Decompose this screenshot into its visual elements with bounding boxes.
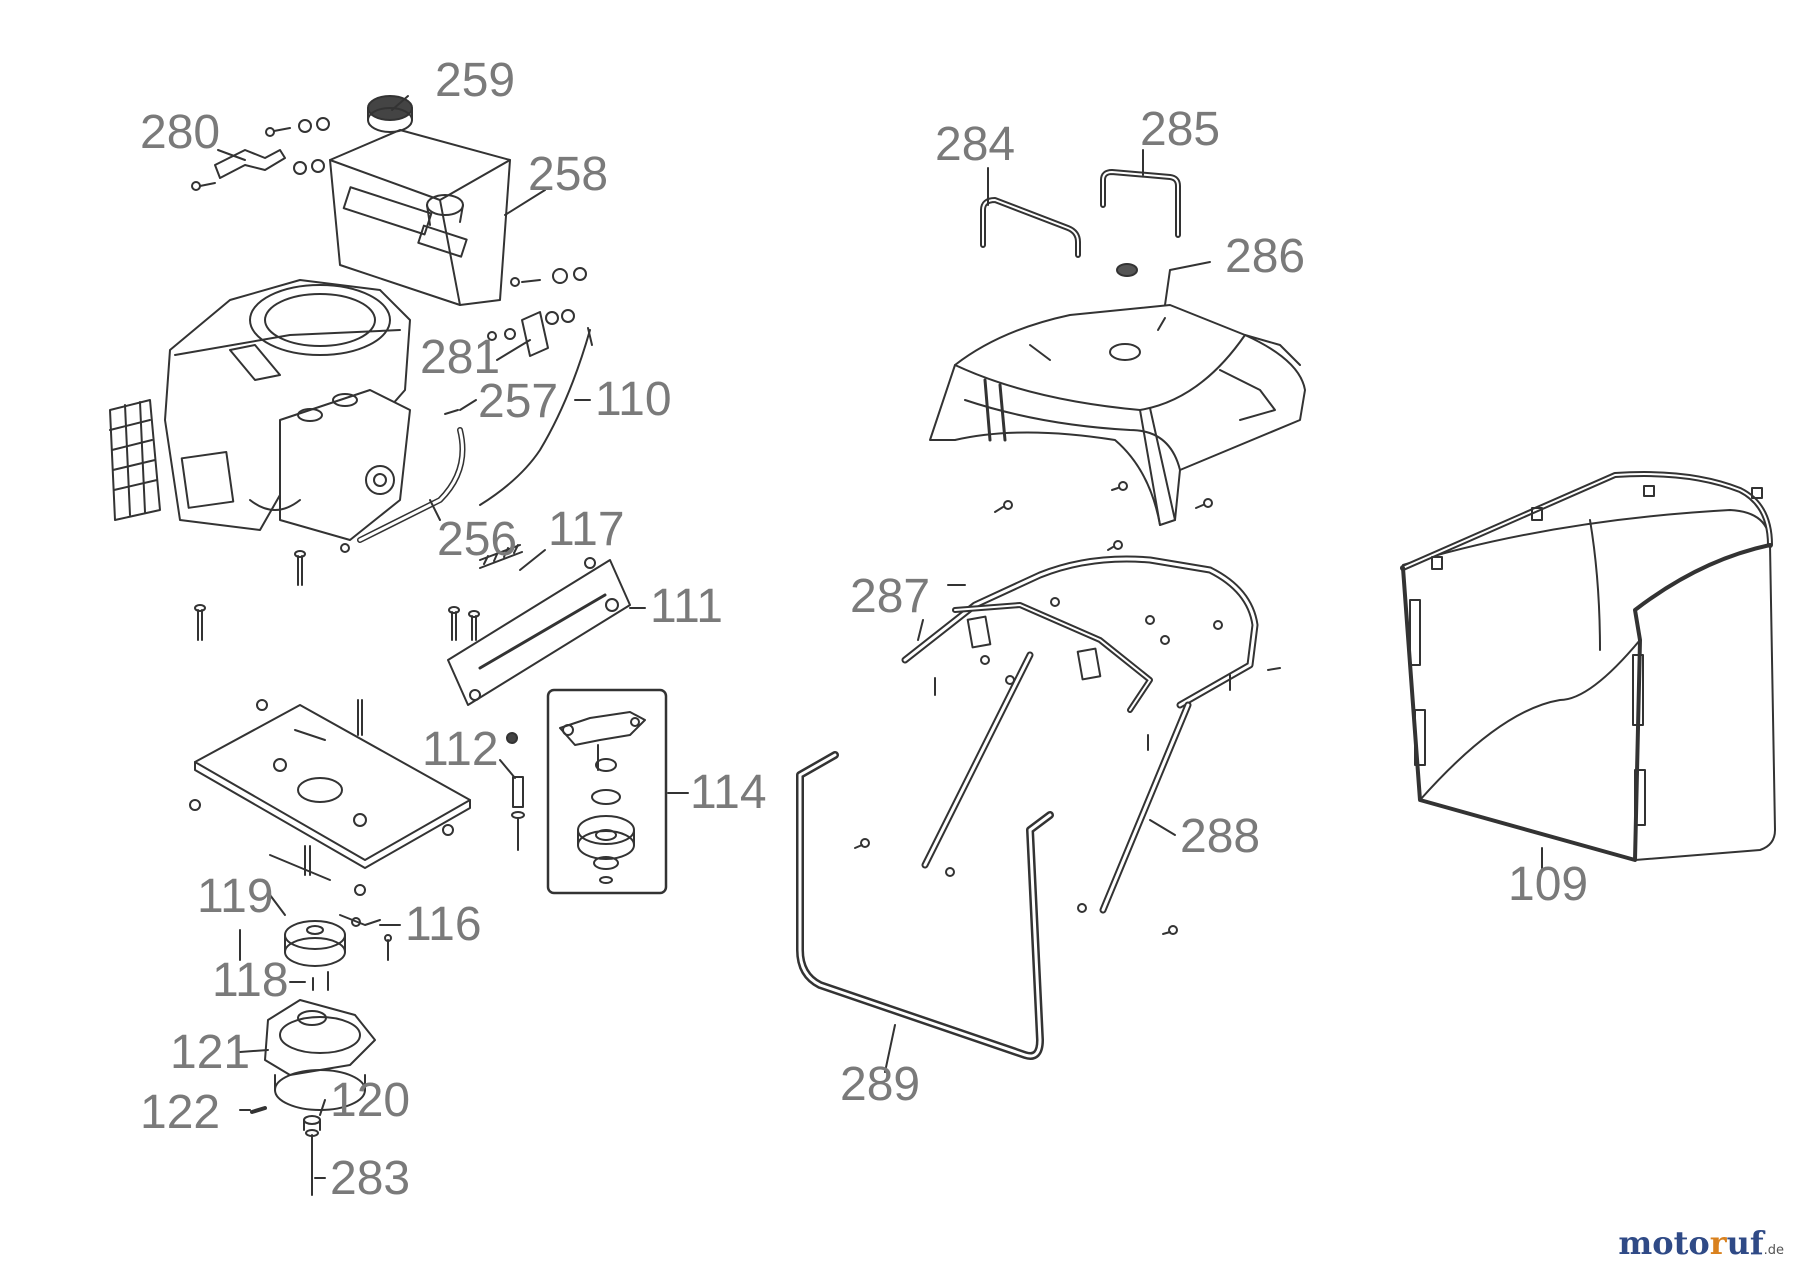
leader-lines (217, 95, 1543, 1179)
label-120: 120 (330, 1074, 410, 1127)
label-110: 110 (595, 373, 672, 426)
lower-frame (796, 751, 1054, 1060)
label-258: 258 (528, 148, 608, 201)
fuel-cap (367, 95, 413, 133)
label-119: 119 (197, 870, 274, 923)
label-256: 256 (437, 513, 517, 566)
motoruf-logo: motoruf.de (1618, 1224, 1784, 1262)
throttle-bracket (340, 309, 593, 553)
label-281: 281 (420, 331, 500, 384)
label-288: 288 (1180, 810, 1260, 863)
clutch-assembly (239, 914, 392, 1196)
label-286: 286 (1225, 230, 1305, 283)
label-117: 117 (548, 503, 625, 556)
label-289: 289 (840, 1058, 920, 1111)
label-283: 283 (330, 1152, 410, 1205)
fuel-tank (329, 129, 511, 306)
rear-handles (980, 169, 1181, 277)
engine-base-plate (189, 699, 471, 896)
label-111: 111 (650, 580, 723, 633)
logo-part-2: r (1709, 1224, 1727, 1262)
label-284: 284 (935, 118, 1015, 171)
engine (109, 279, 411, 541)
throttle-plate (447, 544, 631, 706)
tank-bracket (191, 117, 587, 287)
label-114: 114 (690, 766, 767, 819)
part-labels: 280 259 258 281 257 110 256 117 111 112 … (140, 54, 1588, 1205)
spacer-bolt (506, 732, 525, 851)
catcher-frame (901, 555, 1281, 751)
label-285: 285 (1140, 103, 1220, 156)
engine-bolts (194, 550, 306, 641)
label-109: 109 (1508, 858, 1588, 911)
grass-bag (1400, 471, 1776, 862)
label-280: 280 (140, 106, 220, 159)
logo-part-3: uf (1726, 1224, 1764, 1262)
label-259: 259 (435, 54, 515, 107)
logo-part-1: moto (1618, 1224, 1710, 1262)
label-122: 122 (140, 1086, 220, 1139)
support-struts (854, 651, 1192, 935)
logo-tld: .de (1763, 1243, 1784, 1258)
hood-screws (994, 481, 1213, 551)
label-121: 121 (170, 1026, 250, 1079)
label-112: 112 (422, 723, 499, 776)
grass-catcher-hood (929, 304, 1306, 526)
label-287: 287 (850, 570, 930, 623)
label-118: 118 (212, 954, 289, 1007)
pulley-assembly (546, 688, 668, 895)
label-257: 257 (478, 375, 558, 428)
label-116: 116 (405, 898, 482, 951)
